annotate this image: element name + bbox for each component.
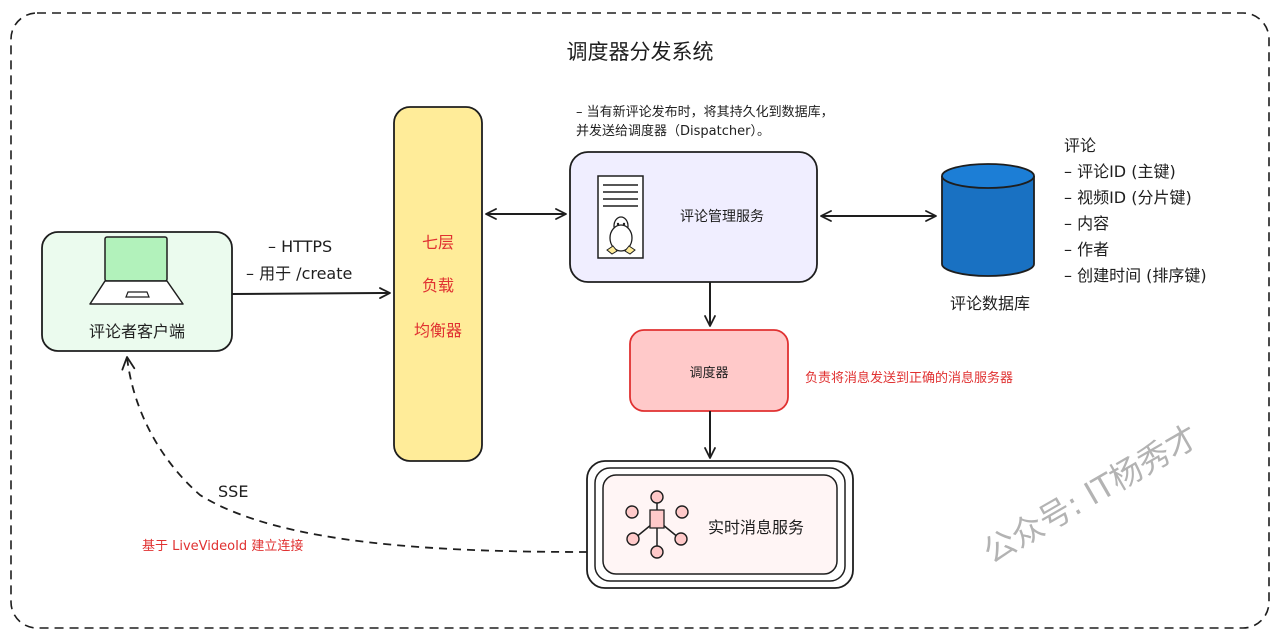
load-balancer-box (393, 106, 483, 462)
lb-label-line1: 七层 (421, 233, 454, 252)
sse-note: 基于 LiveVideoId 建立连接 (142, 539, 304, 554)
schema-field: – 视频ID (分片键) (1064, 188, 1192, 207)
database-icon (941, 163, 1035, 277)
dispatcher-label: 调度器 (689, 366, 729, 381)
system-boundary (10, 12, 1270, 629)
schema-title: 评论 (1064, 136, 1097, 155)
service-note-line2: 并发送给调度器（Dispatcher）。 (576, 124, 770, 139)
schema-field: – 创建时间 (排序键) (1064, 266, 1207, 285)
arrow-sse (121, 356, 588, 553)
dispatcher-note: 负责将消息发送到正确的消息服务器 (805, 371, 1014, 386)
service-note-line1: – 当有新评论发布时，将其持久化到数据库， (576, 105, 834, 120)
message-hub-icon (625, 490, 689, 559)
edge-label-create: – 用于 /create (246, 264, 353, 283)
arrow-client-to-lb (231, 287, 391, 299)
diagram-title: 调度器分发系统 (566, 40, 714, 64)
schema-field: – 作者 (1064, 240, 1110, 259)
schema-field: – 评论ID (主键) (1064, 162, 1176, 181)
realtime-service-label: 实时消息服务 (708, 518, 805, 537)
laptop-icon (89, 236, 184, 305)
edge-label-https: – HTTPS (268, 237, 333, 256)
sse-label: SSE (218, 482, 249, 501)
schema-field: – 内容 (1064, 214, 1110, 233)
server-icon (597, 175, 644, 259)
comment-service-label: 评论管理服务 (680, 209, 764, 225)
lb-label-line2: 负载 (421, 276, 454, 295)
client-label: 评论者客户端 (88, 322, 185, 341)
lb-label-line3: 均衡器 (413, 321, 462, 340)
database-label: 评论数据库 (950, 294, 1031, 313)
